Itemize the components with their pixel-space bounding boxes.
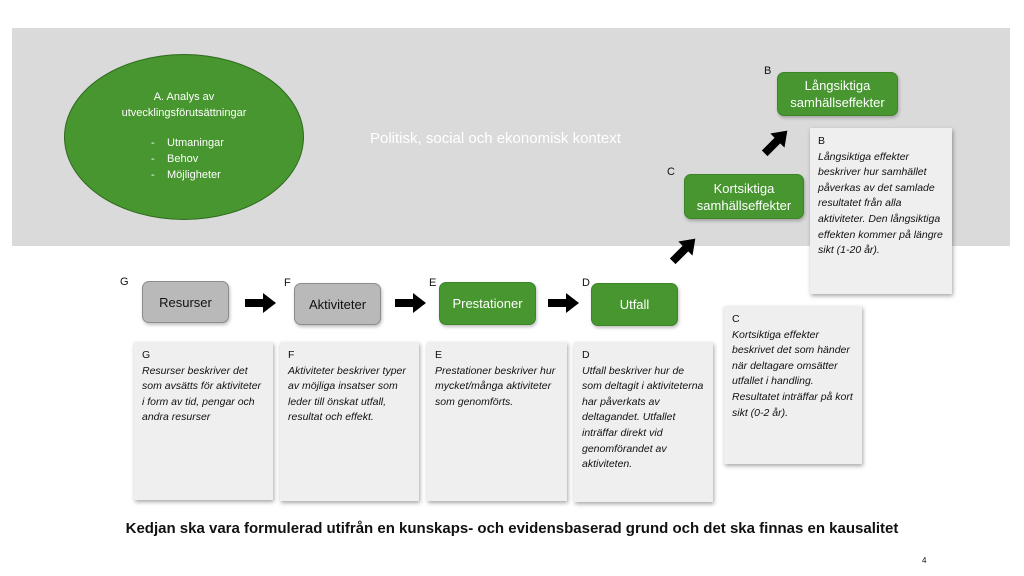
box-resurser: Resurser [142, 281, 229, 323]
desc-text: Aktiviteter beskriver typer av möjliga i… [288, 364, 406, 424]
desc-letter: F [288, 349, 295, 361]
desc-letter: D [582, 349, 590, 361]
desc-kortsiktiga: C Kortsiktiga effekter beskrivet det som… [724, 306, 862, 464]
arrow-right-icon [548, 293, 579, 313]
desc-letter: G [142, 349, 151, 361]
desc-text: Långsiktiga effekter beskriver hur samhä… [818, 150, 943, 257]
analysis-ellipse: A. Analys av utvecklingsförutsättningar … [64, 54, 304, 220]
chain-letter-g: G [120, 276, 129, 288]
context-label: Politisk, social och ekonomisk kontext [370, 130, 621, 147]
desc-text: Prestationer beskriver hur mycket/många … [435, 364, 556, 408]
desc-resurser: G Resurser beskriver det som avsätts för… [134, 342, 273, 500]
analysis-title-line1: A. Analys av [153, 91, 215, 103]
desc-aktiviteter: F Aktiviteter beskriver typer av möjliga… [280, 342, 419, 501]
page-number: 4 [922, 556, 927, 565]
desc-letter: E [435, 349, 443, 361]
desc-text: Kortsiktiga effekter beskrivet det som h… [732, 328, 853, 419]
box-kortsiktiga: Kortsiktiga samhällseffekter [684, 174, 804, 219]
analysis-title-line2: utvecklingsförutsättningar [121, 107, 247, 119]
box-aktiviteter: Aktiviteter [294, 283, 381, 325]
analysis-item: Behov [151, 151, 224, 167]
kortsiktiga-line1: Kortsiktiga [713, 180, 775, 196]
arrow-right-icon [395, 293, 426, 313]
analysis-item: Utmaningar [151, 135, 224, 151]
box-langsiktiga: Långsiktiga samhällseffekter [777, 72, 898, 116]
analysis-title: A. Analys av utvecklingsförutsättningar [65, 89, 303, 121]
desc-prestationer: E Prestationer beskriver hur mycket/mång… [427, 342, 567, 501]
chain-letter-f: F [284, 277, 291, 289]
box-utfall: Utfall [591, 283, 678, 326]
desc-langsiktiga: B Långsiktiga effekter beskriver hur sam… [810, 128, 952, 294]
chain-letter-e: E [429, 277, 437, 289]
desc-text: Utfall beskriver hur de som deltagit i a… [582, 364, 704, 471]
chain-letter-d: D [582, 277, 590, 289]
langsiktiga-line2: samhällseffekter [790, 95, 885, 110]
effect-letter-b: B [764, 65, 772, 77]
desc-letter: C [732, 313, 740, 325]
arrow-right-icon [245, 293, 276, 313]
desc-letter: B [818, 135, 826, 147]
kortsiktiga-line2: samhällseffekter [696, 197, 792, 213]
footer-statement: Kedjan ska vara formulerad utifrån en ku… [125, 520, 899, 537]
desc-text: Resurser beskriver det som avsätts för a… [142, 364, 262, 424]
box-prestationer: Prestationer [439, 282, 536, 325]
arrow-up-right-icon [669, 238, 696, 265]
analysis-item: Möjligheter [151, 167, 224, 183]
langsiktiga-line1: Långsiktiga [804, 78, 871, 93]
desc-utfall: D Utfall beskriver hur de som deltagit i… [574, 342, 713, 502]
analysis-list: Utmaningar Behov Möjligheter [151, 135, 224, 183]
effect-letter-c: C [667, 166, 675, 178]
arrow-up-right-icon [761, 130, 788, 157]
